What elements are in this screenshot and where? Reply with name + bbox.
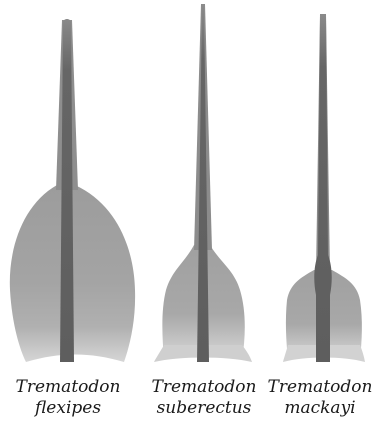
label-suberectus-genus: Trematodon — [152, 377, 257, 397]
label-mackayi: Trematodon mackayi — [268, 377, 373, 418]
costa-mackayi — [314, 15, 331, 362]
label-mackayi-species: mackayi — [284, 398, 355, 418]
label-mackayi-genus: Trematodon — [268, 377, 373, 397]
leaf-mackayi — [283, 14, 365, 362]
label-suberectus-species: suberectus — [157, 398, 252, 418]
leaf-flexipes — [10, 19, 135, 362]
label-flexipes-genus: Trematodon — [16, 377, 121, 397]
leaf-suberectus — [154, 4, 252, 362]
label-flexipes: Trematodon flexipes — [16, 377, 121, 418]
label-suberectus: Trematodon suberectus — [152, 377, 257, 418]
label-flexipes-species: flexipes — [33, 398, 101, 418]
